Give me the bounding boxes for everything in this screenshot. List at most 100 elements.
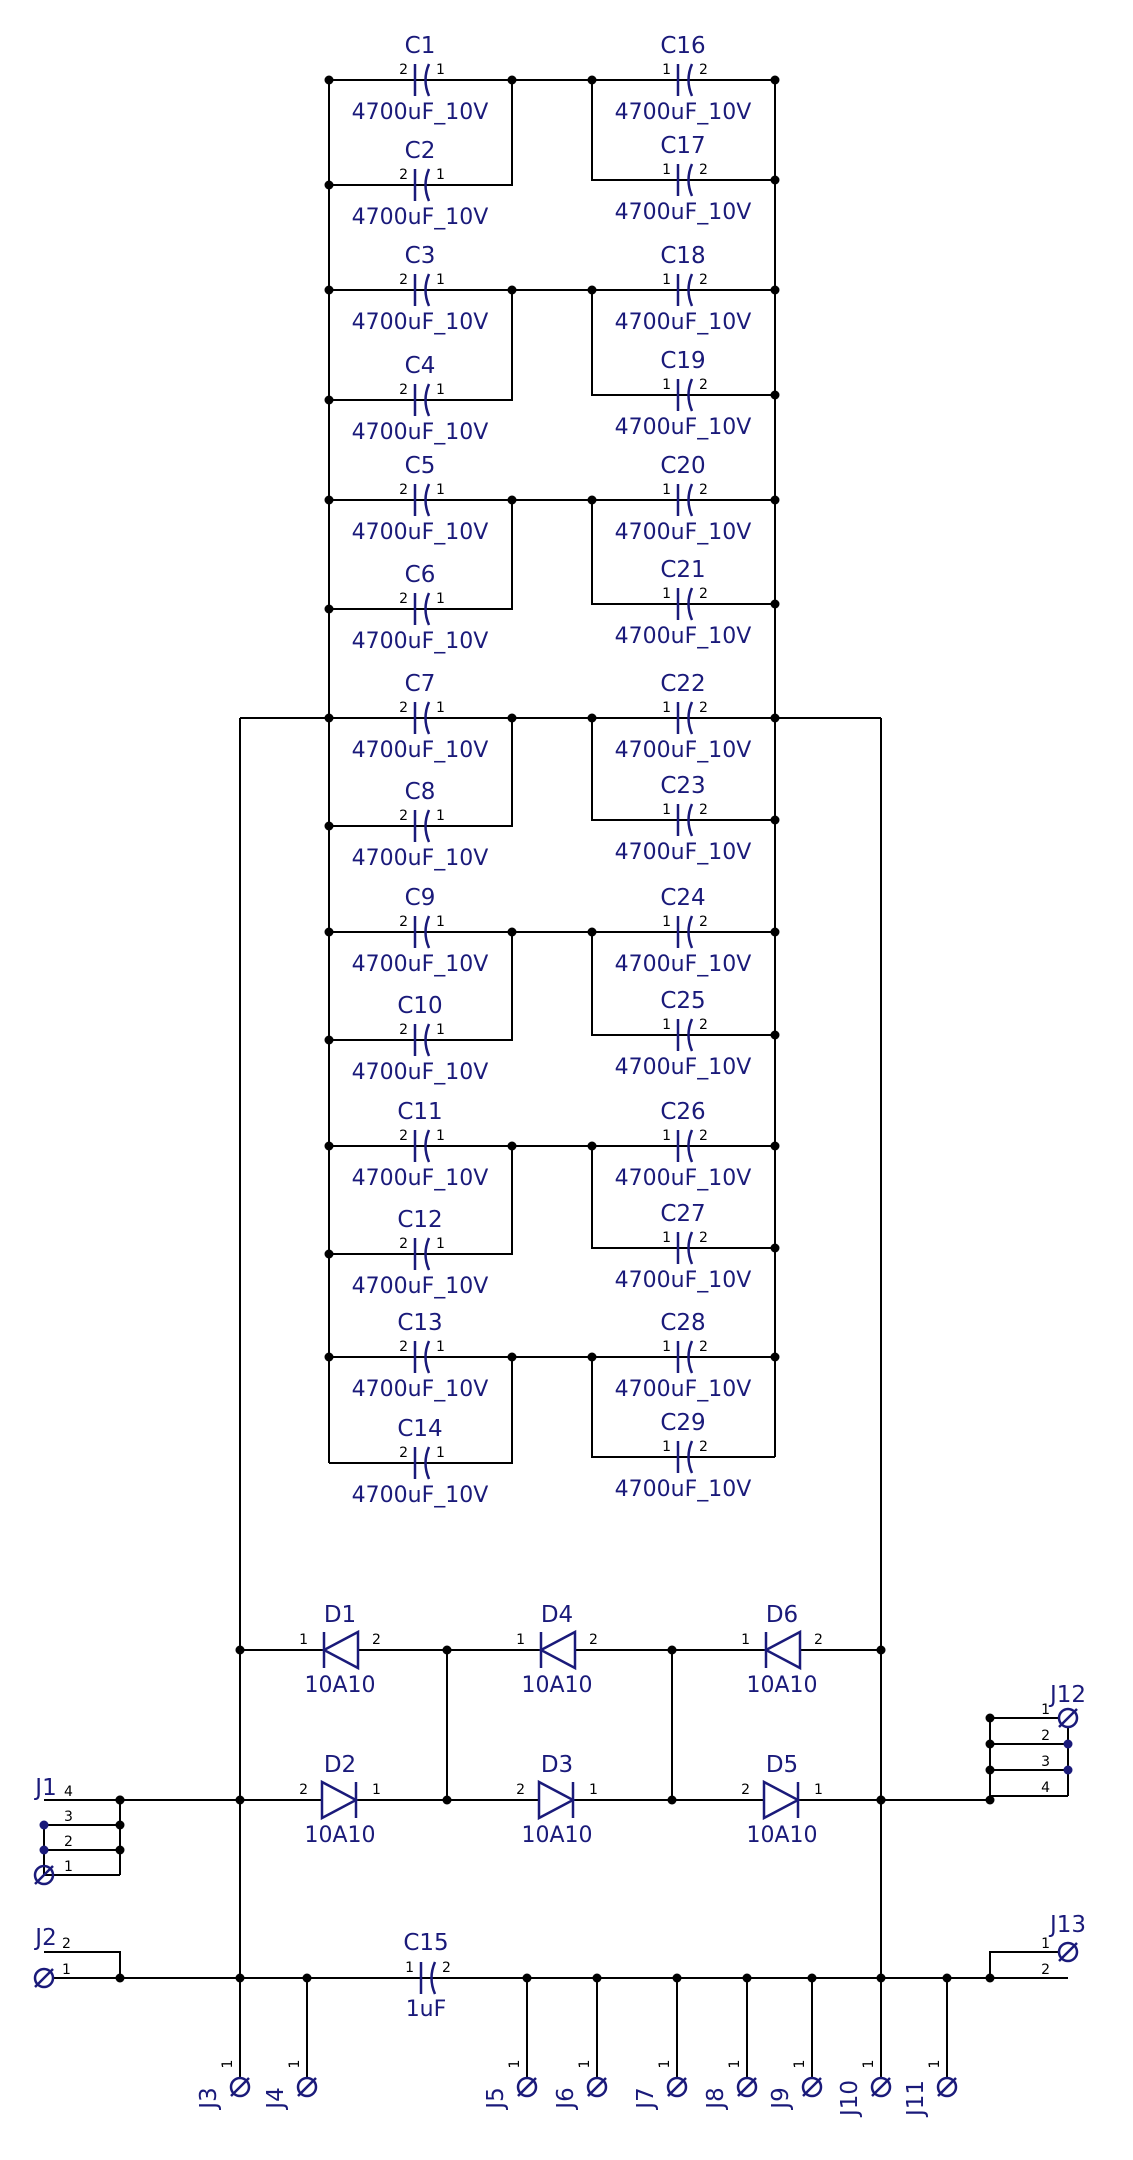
connector-ref: J2 [33,1925,56,1951]
junction-dot [876,1973,886,1983]
pin-number: 1 [436,591,445,607]
diode-body [763,1629,802,1671]
junction-dot [770,1030,780,1040]
junction-dot [324,1352,334,1362]
diode-value: 10A10 [521,1823,592,1848]
pin-number: 2 [516,1782,525,1798]
junction-dot [324,180,334,190]
pin-number: 2 [64,1834,73,1850]
capacitor-plate-curved [687,273,694,307]
terminal-5: 1J7 [633,2060,688,2111]
pin-number: 1 [662,1339,671,1355]
wire [329,718,513,827]
wire [591,932,775,1036]
pin-number: 1 [436,382,445,398]
capacitor-value: 1uF [406,1997,447,2022]
junction-dot [667,1645,677,1655]
pin-number: 1 [662,586,671,602]
capacitor-plate-curved [687,1231,694,1265]
capacitor-value: 4700uF_10V [615,310,752,335]
pin-number: 1 [662,377,671,393]
pin-number: 1 [662,272,671,288]
junction-dot [770,1243,780,1253]
junction-dot [587,927,597,937]
capacitor-ref: C6 [405,562,436,588]
terminal-3: 1J5 [483,2060,538,2111]
diode-ref: D1 [324,1602,356,1628]
capacitor-ref: C19 [660,348,705,374]
capacitor-value: 4700uF_10V [615,1268,752,1293]
terminal-slash [34,1865,54,1885]
pin-number: 2 [399,591,408,607]
capacitor-value: 4700uF_10V [615,1166,752,1191]
capacitor-ref: C1 [405,33,436,59]
pin-number: 1 [662,162,671,178]
junction-dot [235,1973,245,1983]
capacitor-ref: C14 [397,1416,442,1442]
capacitor-value: 4700uF_10V [352,1166,489,1191]
junction-dot [770,1352,780,1362]
capacitor-plate-curved [687,483,694,517]
junction-dot [507,495,517,505]
terminal-ref: J5 [483,2087,509,2110]
pin-number: 1 [516,1632,525,1648]
terminal-2: 1J4 [263,2060,318,2111]
capacitor-ref: C23 [660,773,705,799]
capacitor-ref: C27 [660,1201,705,1227]
pin-number: 2 [399,482,408,498]
terminal-slash [871,2077,891,2097]
junction-dot [442,1795,452,1805]
pin-number: 1 [372,1782,381,1798]
pin-number: 1 [741,1632,750,1648]
pin-number: 2 [699,377,708,393]
capacitor-ref: C17 [660,133,705,159]
diode-body [538,1629,577,1671]
pin-number: 1 [436,914,445,930]
pin-number: 2 [399,914,408,930]
terminal-slash [517,2077,537,2097]
junction-dot [324,395,334,405]
junction-dot [876,1645,886,1655]
wire [591,80,775,181]
capacitor-plate-curved [687,63,694,97]
capacitor-plate-curved [424,1023,431,1057]
diode-body [321,1629,360,1671]
pin-number: 1 [727,2060,743,2069]
pin-number: 2 [699,1017,708,1033]
terminal-slash [34,1968,54,1988]
terminal-slash [737,2077,757,2097]
diode-value: 10A10 [746,1673,817,1698]
capacitor-plate-curved [424,1446,431,1480]
wire [329,80,513,186]
capacitor-plate-curved [424,1237,431,1271]
capacitor-plate-curved [424,809,431,843]
junction-dot [770,713,780,723]
wire [329,500,513,610]
pin-number: 1 [1041,1702,1050,1718]
capacitor-ref: C29 [660,1410,705,1436]
pin-number: 2 [399,62,408,78]
capacitor-plate-curved [424,701,431,735]
capacitor-plate-curved [424,1340,431,1374]
junction-dot [672,1973,682,1983]
capacitor-ref: C22 [660,671,705,697]
junction-dot [770,599,780,609]
pin-number: 4 [1041,1780,1050,1796]
